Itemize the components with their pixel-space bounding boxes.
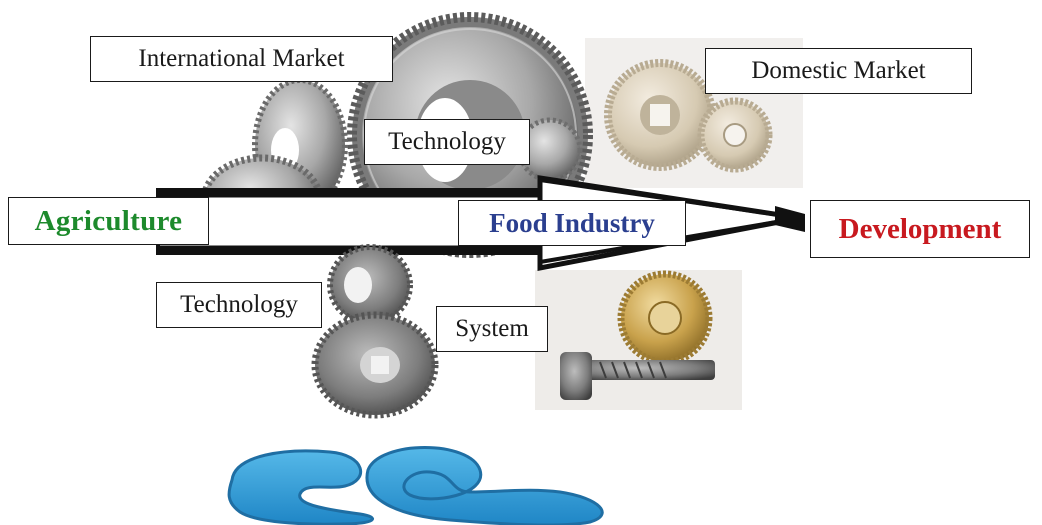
logo-icon bbox=[227, 446, 604, 525]
label-technology-bottom: Technology bbox=[156, 282, 322, 328]
label-technology-top: Technology bbox=[364, 119, 530, 165]
plastic-gears-icon bbox=[604, 59, 773, 173]
label-agriculture: Agriculture bbox=[8, 197, 209, 245]
label-food-industry: Food Industry bbox=[458, 200, 686, 246]
worm-gear-icon bbox=[560, 270, 715, 400]
label-development: Development bbox=[810, 200, 1030, 258]
label-international-market: International Market bbox=[90, 36, 393, 82]
label-domestic-market: Domestic Market bbox=[705, 48, 972, 94]
label-system: System bbox=[436, 306, 548, 352]
helical-gears-icon bbox=[311, 244, 439, 419]
